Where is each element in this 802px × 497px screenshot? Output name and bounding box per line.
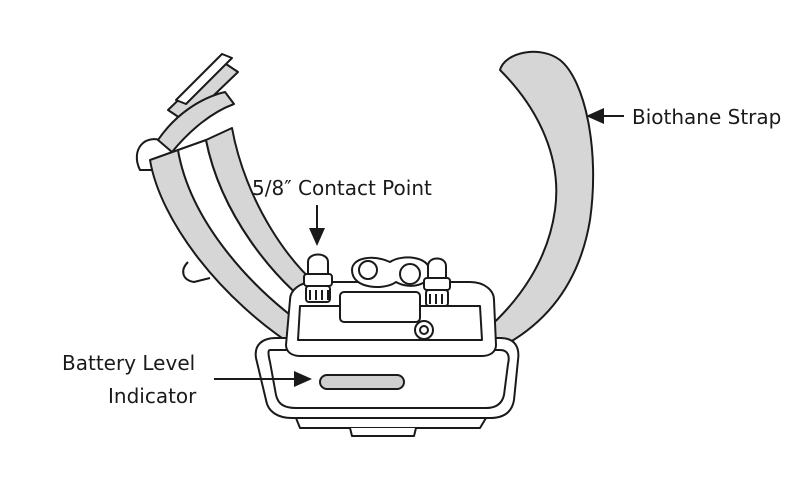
contact-point-right [423, 257, 451, 307]
battery-indicator-label-line1: Battery Level [62, 351, 196, 375]
biothane-strap-label: Biothane Strap [632, 105, 782, 129]
contact-point-left [303, 253, 333, 303]
left-strap [135, 53, 337, 351]
battery-indicator-label-line2: Indicator [108, 384, 197, 408]
right-strap [485, 50, 595, 361]
battery-level-indicator [319, 374, 405, 390]
contact-point-label: 5/8″ Contact Point [252, 176, 432, 200]
